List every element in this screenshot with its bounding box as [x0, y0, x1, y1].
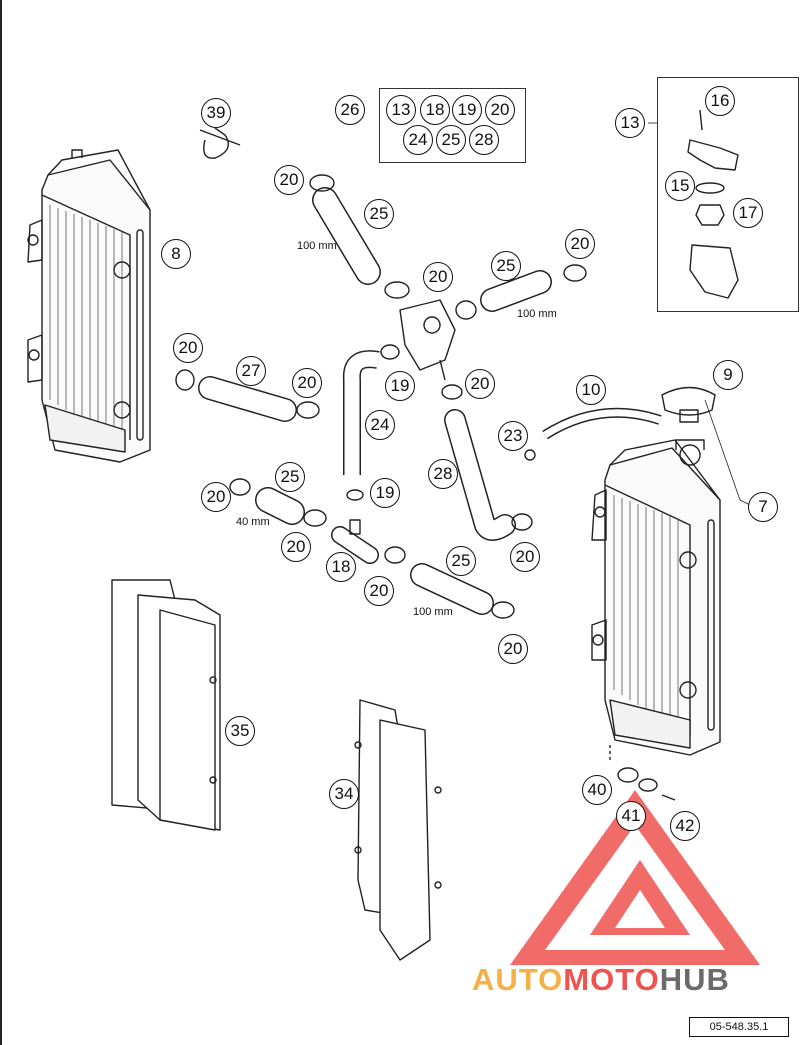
part-callout-10: 10	[576, 375, 606, 405]
radiator-cap	[661, 386, 716, 423]
thermostat-housing-center	[399, 299, 456, 381]
part-callout-20: 20	[565, 229, 595, 259]
part-callout-18: 18	[326, 552, 356, 582]
part-callout-20: 20	[510, 542, 540, 572]
page-left-border	[0, 0, 2, 1045]
part-callout-16: 16	[705, 86, 735, 116]
radiator-guard-left	[111, 579, 221, 831]
part-callout-42: 42	[670, 811, 700, 841]
part-callout-20: 20	[498, 634, 528, 664]
part-callout-40: 40	[582, 775, 612, 805]
part-callout-13: 13	[386, 95, 416, 125]
part-callout-41: 41	[616, 801, 646, 831]
thermostat-kit-parts	[687, 109, 739, 299]
part-callout-20: 20	[465, 369, 495, 399]
right-radiator	[591, 439, 721, 756]
part-callout-28: 28	[428, 459, 458, 489]
part-callout-17: 17	[733, 198, 763, 228]
part-callout-35: 35	[225, 716, 255, 746]
thermostat-kit-box	[657, 77, 799, 312]
part-callout-25: 25	[436, 125, 466, 155]
part-callout-19: 19	[385, 371, 415, 401]
part-callout-20: 20	[274, 165, 304, 195]
part-callout-25: 25	[446, 546, 476, 576]
part-callout-20: 20	[173, 333, 203, 363]
radiator-guard-right	[354, 699, 442, 961]
part-callout-23: 23	[498, 421, 528, 451]
part-callout-19: 19	[452, 95, 482, 125]
part-callout-20: 20	[485, 95, 515, 125]
part-callout-20: 20	[201, 482, 231, 512]
part-callout-20: 20	[364, 576, 394, 606]
part-callout-25: 25	[491, 251, 521, 281]
part-callout-24: 24	[365, 410, 395, 440]
dimension-label: 100 mm	[297, 240, 337, 252]
dimension-label: 100 mm	[413, 606, 453, 618]
part-callout-34: 34	[329, 779, 359, 809]
part-callout-27: 27	[236, 356, 266, 386]
part-callout-28: 28	[469, 125, 499, 155]
part-callout-25: 25	[275, 462, 305, 492]
part-callout-20: 20	[423, 262, 453, 292]
part-callout-19: 19	[370, 478, 400, 508]
part-callout-39: 39	[201, 98, 231, 128]
part-callout-24: 24	[403, 125, 433, 155]
part-callout-7: 7	[748, 492, 778, 522]
part-callout-15: 15	[665, 171, 695, 201]
part-callout-20: 20	[292, 368, 322, 398]
dimension-label: 100 mm	[517, 308, 557, 320]
reference-code: 05-548.35.1	[689, 1017, 789, 1037]
part-callout-18: 18	[420, 95, 450, 125]
part-callout-25: 25	[364, 199, 394, 229]
watermark-part-hub: HUB	[659, 962, 730, 997]
watermark-logo	[510, 790, 760, 965]
part-callout-9: 9	[713, 360, 743, 390]
part-callout-8: 8	[161, 239, 191, 269]
part-callout-20: 20	[281, 532, 311, 562]
watermark-part-auto: AUTO	[472, 962, 564, 997]
kit-contents-box	[379, 88, 526, 163]
part-callout-26: 26	[335, 95, 365, 125]
dimension-label: 40 mm	[236, 516, 270, 528]
watermark-text: AUTOMOTOHUB	[472, 962, 730, 998]
left-radiator	[27, 149, 151, 463]
watermark-part-moto: MOTO	[563, 962, 660, 997]
part-callout-13: 13	[615, 108, 645, 138]
